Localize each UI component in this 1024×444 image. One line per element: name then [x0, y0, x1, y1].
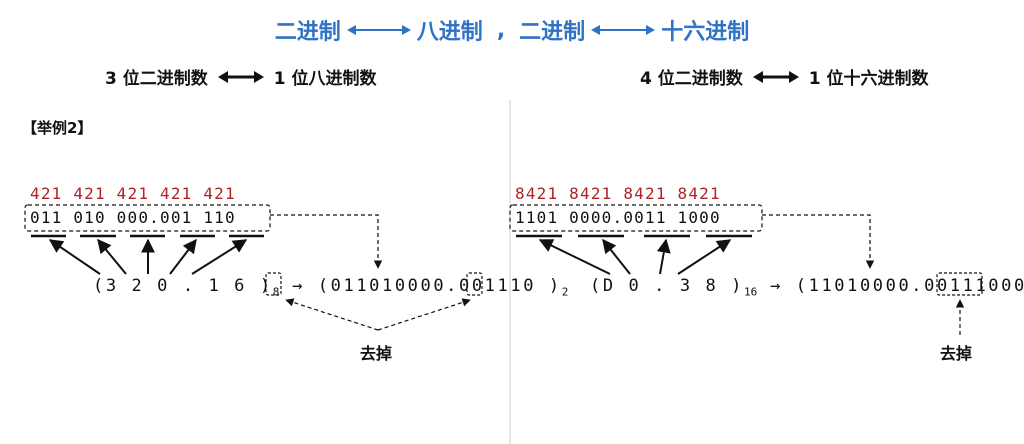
- left-remove-note: 去掉: [360, 344, 393, 363]
- right-hex-number: (D 0 . 3 8 ): [590, 276, 745, 296]
- left-rule-octal: 1 位八进制数: [273, 69, 377, 89]
- right-rule-binary: 4 位二进制数: [640, 69, 743, 89]
- left-binary-result: → (011010000.001110 ): [279, 276, 562, 296]
- right-rule-hex: 1 位十六进制数: [808, 69, 929, 89]
- double-arrow-icon: [752, 70, 799, 83]
- left-binary-base: 2: [561, 285, 569, 299]
- double-arrow-icon: [346, 25, 411, 35]
- right-equation: (D 0 . 3 8 )16 → (11010000.00111000 )2: [590, 276, 1024, 298]
- left-rule: 3 位二进制数 1 位八进制数: [105, 64, 377, 89]
- left-digit-arrows: [48, 238, 248, 275]
- left-remove-arrow-2: [377, 298, 471, 331]
- slide-title: 二进制 八进制 , 二进制 十六进制: [0, 14, 1024, 46]
- title-hex: 十六进制: [661, 20, 750, 45]
- right-digit-arrows: [538, 238, 732, 275]
- left-bits: 011 010 000.001 110: [30, 208, 236, 227]
- left-weights: 421 421 421 421 421: [30, 184, 236, 203]
- right-bits: 1101 0000.0011 1000: [515, 208, 721, 227]
- right-dashed-connector: [762, 214, 875, 269]
- title-octal: 八进制: [416, 20, 483, 45]
- left-rule-binary: 3 位二进制数: [105, 69, 208, 89]
- left-dashed-connector: [270, 214, 383, 269]
- double-arrow-icon: [591, 25, 656, 35]
- left-octal-number: (3 2 0 . 1 6 ): [93, 276, 273, 296]
- title-binary-1: 二进制: [274, 20, 341, 45]
- right-rule: 4 位二进制数 1 位十六进制数: [640, 64, 929, 89]
- left-equation: (3 2 0 . 1 6 )8 → (011010000.001110 )2: [93, 276, 568, 298]
- double-arrow-icon: [217, 70, 264, 83]
- title-binary-2: 二进制: [519, 20, 586, 45]
- left-remove-arrow-1: [285, 298, 379, 331]
- title-separator: ,: [496, 17, 506, 43]
- right-binary-result: → (11010000.00111000 ): [757, 276, 1024, 296]
- right-remove-note: 去掉: [940, 344, 973, 363]
- right-weights: 8421 8421 8421 8421: [515, 184, 721, 203]
- right-hex-base: 16: [744, 285, 758, 299]
- example-label: 【举例2】: [22, 119, 93, 137]
